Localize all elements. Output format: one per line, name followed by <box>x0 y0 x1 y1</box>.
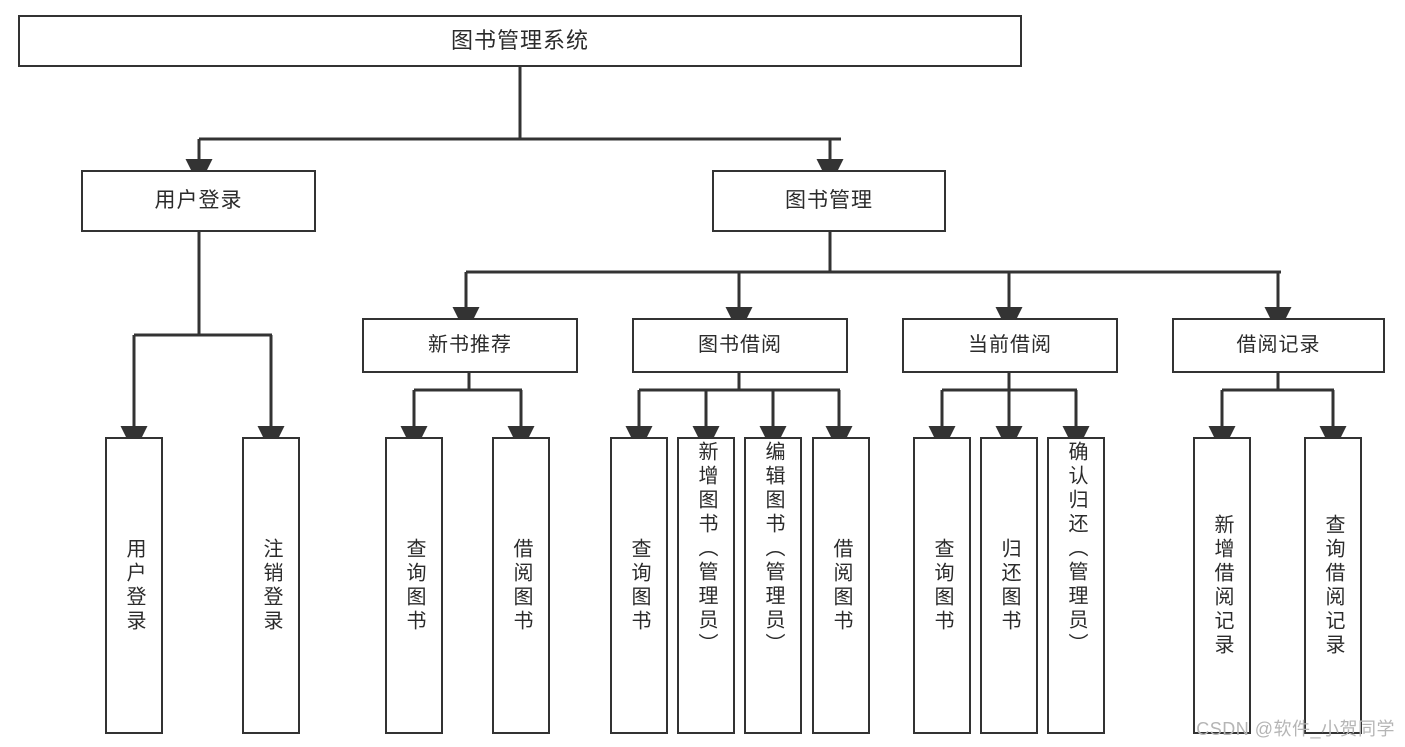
node-new-book-recommend-label: 新书推荐 <box>428 334 512 356</box>
node-root-system-label: 图书管理系统 <box>450 28 589 54</box>
node-leaf-return-book[interactable]: 归还图书 <box>980 437 1038 734</box>
node-leaf-borrow-book-2[interactable]: 借阅图书 <box>812 437 870 734</box>
node-leaf-query-book-2-label: 查询图书 <box>628 537 650 634</box>
node-book-borrow[interactable]: 图书借阅 <box>632 318 848 373</box>
node-current-borrow-label: 当前借阅 <box>968 334 1052 356</box>
node-leaf-add-book-label: 新增图书（管理员） <box>695 441 717 657</box>
node-book-management-label: 图书管理 <box>785 188 873 212</box>
node-leaf-return-book-label: 归还图书 <box>998 537 1020 634</box>
node-leaf-borrow-book-1-label: 借阅图书 <box>510 537 532 634</box>
node-leaf-confirm-return-label: 确认归还（管理员） <box>1065 441 1087 657</box>
node-leaf-edit-book[interactable]: 编辑图书（管理员） <box>744 437 802 734</box>
node-book-borrow-label: 图书借阅 <box>698 334 782 356</box>
node-leaf-query-borrow-record[interactable]: 查询借阅记录 <box>1304 437 1362 734</box>
node-borrow-record-label: 借阅记录 <box>1236 334 1321 356</box>
node-leaf-query-book-1[interactable]: 查询图书 <box>385 437 443 734</box>
node-leaf-borrow-book-2-label: 借阅图书 <box>830 537 852 634</box>
node-user-login[interactable]: 用户登录 <box>81 170 316 232</box>
node-leaf-query-book-1-label: 查询图书 <box>403 537 425 634</box>
node-borrow-record[interactable]: 借阅记录 <box>1172 318 1385 373</box>
node-leaf-query-book-2[interactable]: 查询图书 <box>610 437 668 734</box>
node-leaf-user-login-label: 用户登录 <box>123 537 145 634</box>
node-leaf-add-borrow-record[interactable]: 新增借阅记录 <box>1193 437 1251 734</box>
node-leaf-query-borrow-record-label: 查询借阅记录 <box>1322 513 1344 658</box>
node-leaf-add-borrow-record-label: 新增借阅记录 <box>1211 513 1233 658</box>
node-leaf-edit-book-label: 编辑图书（管理员） <box>762 441 784 657</box>
node-leaf-logout-login[interactable]: 注销登录 <box>242 437 300 734</box>
node-book-management[interactable]: 图书管理 <box>712 170 946 232</box>
node-root-system[interactable]: 图书管理系统 <box>18 15 1022 67</box>
node-leaf-query-book-3[interactable]: 查询图书 <box>913 437 971 734</box>
node-new-book-recommend[interactable]: 新书推荐 <box>362 318 578 373</box>
node-leaf-add-book[interactable]: 新增图书（管理员） <box>677 437 735 734</box>
node-current-borrow[interactable]: 当前借阅 <box>902 318 1118 373</box>
node-leaf-query-book-3-label: 查询图书 <box>931 537 953 634</box>
node-leaf-borrow-book-1[interactable]: 借阅图书 <box>492 437 550 734</box>
node-user-login-label: 用户登录 <box>154 188 243 212</box>
node-leaf-user-login[interactable]: 用户登录 <box>105 437 163 734</box>
node-leaf-confirm-return[interactable]: 确认归还（管理员） <box>1047 437 1105 734</box>
node-leaf-logout-login-label: 注销登录 <box>260 537 282 634</box>
